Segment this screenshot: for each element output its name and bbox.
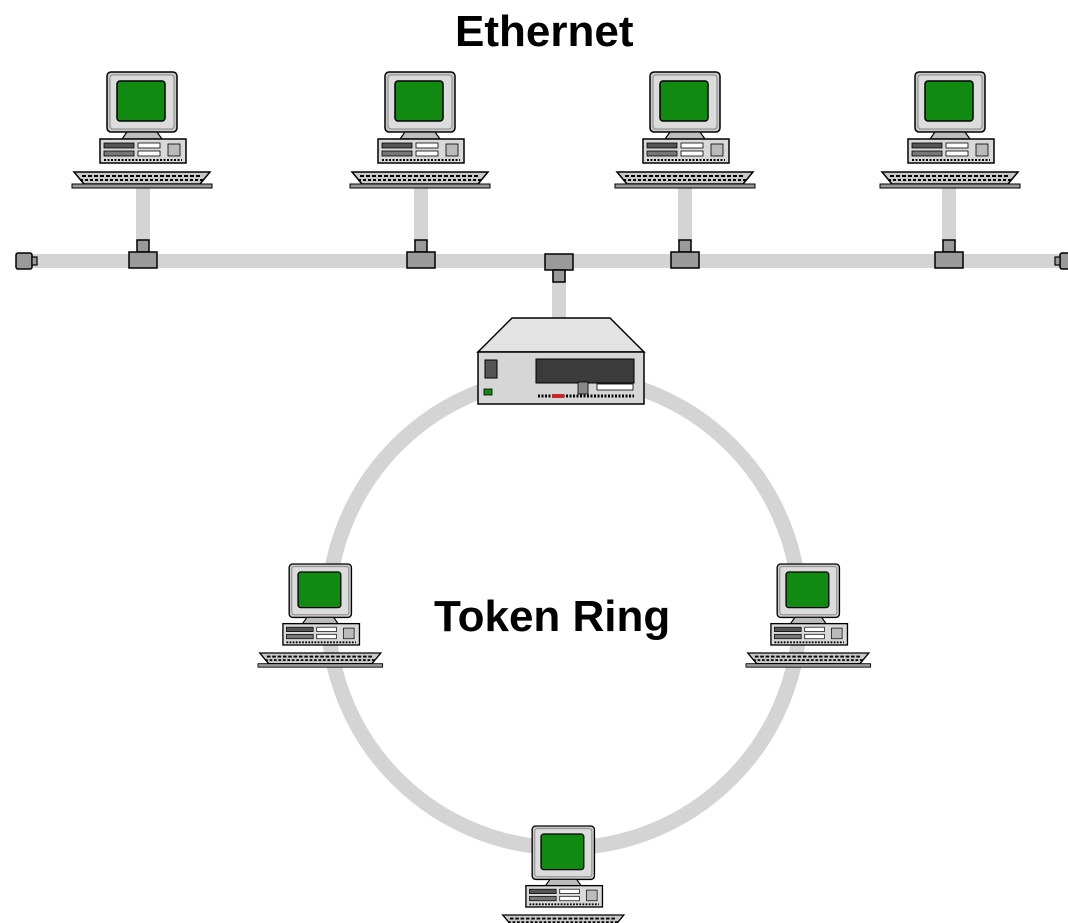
t-connector-icon (128, 239, 158, 269)
computer-icon (879, 71, 1021, 189)
token-ring-title: Token Ring (434, 592, 671, 641)
t-connector-icon (934, 239, 964, 269)
computer-icon (71, 71, 213, 189)
t-connector-icon-bridge (544, 253, 574, 283)
computer-icon (349, 71, 491, 189)
ethernet-cable (20, 254, 1068, 268)
t-connector-icon (670, 239, 700, 269)
terminator-icon-right (1054, 252, 1068, 270)
t-connector-icon (406, 239, 436, 269)
terminator-icon-left (15, 252, 38, 270)
drop-cable (942, 182, 956, 242)
ethernet-title: Ethernet (455, 7, 634, 56)
computer-icon (257, 563, 384, 669)
drop-cable (678, 182, 692, 242)
drop-cable (414, 182, 428, 242)
computer-icon (745, 563, 872, 669)
drop-cable (136, 182, 150, 242)
computer-icon (614, 71, 756, 189)
server-icon (476, 317, 646, 405)
